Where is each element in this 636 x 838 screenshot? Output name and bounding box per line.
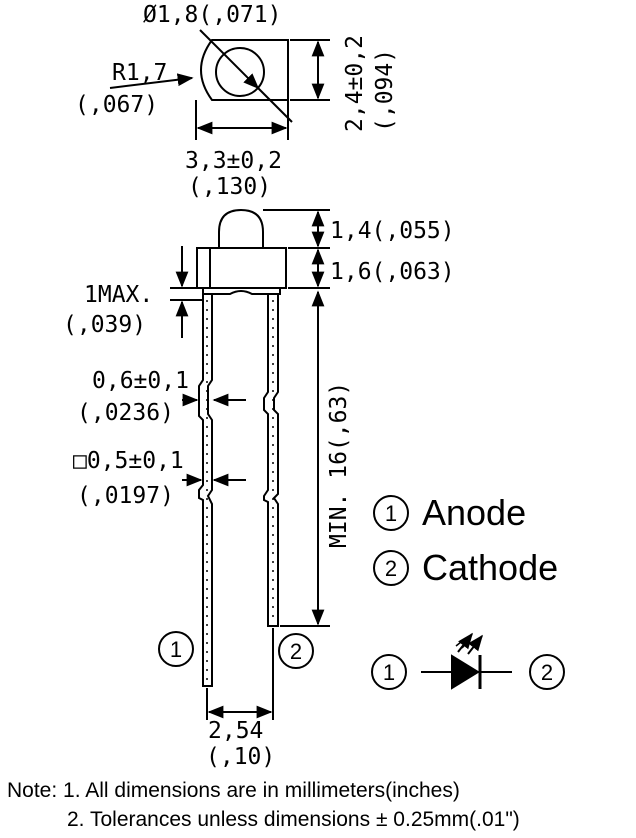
max-label: 1MAX. xyxy=(84,282,153,308)
pin-spacing-label-inch: (,10) xyxy=(206,744,275,770)
pin2-circle xyxy=(278,633,314,669)
light-arrow-2 xyxy=(467,634,483,655)
diameter-label: Ø1,8(,071) xyxy=(143,2,281,28)
legend-cathode-circle xyxy=(373,550,409,586)
legend-anode-num: 1 xyxy=(385,501,397,526)
legend-anode-circle xyxy=(373,495,409,531)
pin1-label: 1 xyxy=(170,637,182,662)
top-view-body xyxy=(200,39,289,101)
symbol-pin2-circle xyxy=(529,654,565,690)
diode-triangle xyxy=(451,654,480,690)
symbol-pin1-label: 1 xyxy=(383,660,395,685)
legend-cathode-label: Cathode xyxy=(422,547,558,588)
height-label-inch: (,094) xyxy=(372,49,398,132)
width-label-inch: (,130) xyxy=(188,174,271,200)
lead-length-label: MIN. 16(,63) xyxy=(326,382,352,548)
pin-spacing-label: 2,54 xyxy=(208,718,263,744)
width-label: 3,3±0,2 xyxy=(185,148,282,174)
lead-width-label-inch: (,0236) xyxy=(77,400,174,426)
dome-height-label: 1,4(,055) xyxy=(330,218,455,244)
side-view xyxy=(158,208,330,720)
radius-label-inch: (,067) xyxy=(75,92,158,118)
lead-cathode xyxy=(263,294,279,627)
note-line-1: Note: 1. All dimensions are in millimete… xyxy=(7,779,460,802)
height-label: 2,4±0,2 xyxy=(342,35,368,132)
radius-leader xyxy=(109,73,194,89)
body-height-label: 1,6(,063) xyxy=(330,259,455,285)
legend-cathode-num: 2 xyxy=(385,556,397,581)
square-label-inch: (,0197) xyxy=(77,483,174,509)
top-view-dome xyxy=(215,47,265,97)
led-body xyxy=(196,247,287,289)
pin1-circle xyxy=(158,631,194,667)
pin2-label: 2 xyxy=(290,639,302,664)
square-label: □0,5±0,1 xyxy=(73,448,184,474)
symbol-pin1-circle xyxy=(371,654,407,690)
symbol-pin2-label: 2 xyxy=(541,660,553,685)
max-label-inch: (,039) xyxy=(63,312,146,338)
lead-width-label: 0,6±0,1 xyxy=(92,368,189,394)
led-symbol xyxy=(371,632,565,690)
note-line-2: 2. Tolerances unless dimensions ± 0.25mm… xyxy=(67,808,520,831)
legend-anode-label: Anode xyxy=(422,492,526,533)
legend xyxy=(373,495,409,586)
lead-anode xyxy=(198,294,213,687)
radius-label: R1,7 xyxy=(112,60,167,86)
led-dome xyxy=(218,208,264,248)
top-view xyxy=(109,29,330,140)
lead-shoulder xyxy=(202,288,281,295)
diameter-leader xyxy=(199,29,260,90)
